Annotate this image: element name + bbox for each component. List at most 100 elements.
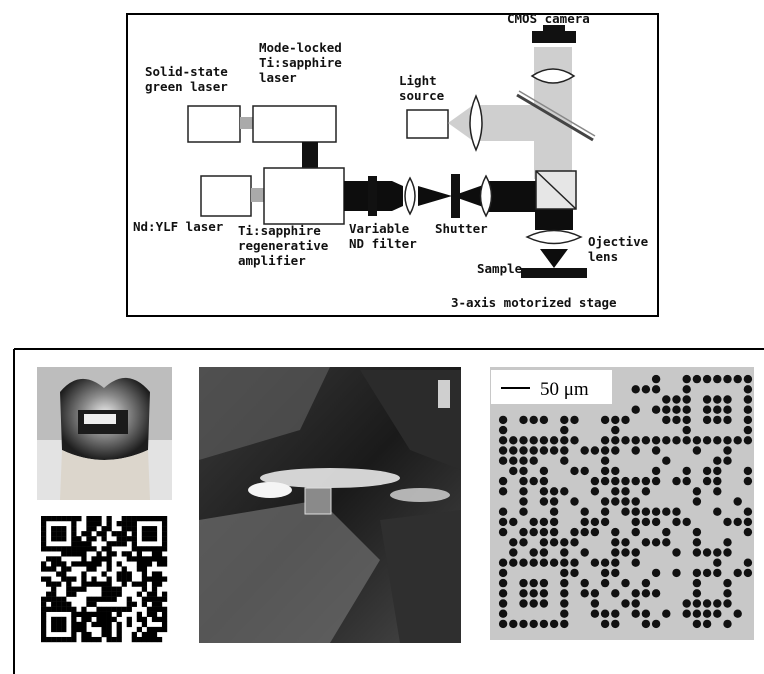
- engraved-dot: [713, 558, 722, 567]
- engraved-dot: [651, 466, 661, 476]
- qr-module: [46, 566, 52, 572]
- qr-module: [41, 606, 47, 612]
- qr-module: [126, 521, 132, 527]
- qr-module: [161, 541, 168, 547]
- label-mode-locked-3: laser: [259, 70, 297, 85]
- qr-module: [91, 621, 97, 628]
- qr-module: [81, 586, 87, 592]
- engraved-dot: [743, 415, 753, 425]
- engraved-dot: [672, 436, 681, 445]
- label-variable-nd-1: Variable: [349, 221, 410, 236]
- engraved-dot: [743, 558, 753, 567]
- engraved-dot: [519, 415, 528, 425]
- qr-module: [96, 516, 102, 522]
- qr-module: [146, 546, 153, 552]
- engraved-dot: [651, 568, 661, 578]
- engraved-dot: [560, 456, 569, 465]
- engraved-dot: [611, 497, 620, 506]
- cmos-camera: [532, 25, 576, 43]
- ndylf-laser-box: [200, 175, 252, 217]
- qr-module: [71, 621, 77, 628]
- qr-module: [76, 626, 82, 633]
- qr-module: [66, 581, 72, 587]
- engraved-dot: [509, 466, 518, 476]
- qr-module: [91, 526, 97, 532]
- qr-module: [46, 596, 52, 602]
- qr-module: [101, 571, 107, 577]
- qr-module: [86, 531, 92, 537]
- label-regen-1: Ti:sapphire: [238, 223, 321, 238]
- qr-module: [56, 636, 62, 643]
- qr-module: [86, 601, 92, 607]
- engraved-dot: [539, 476, 549, 486]
- qr-module: [126, 551, 132, 557]
- engraved-dot: [498, 425, 508, 435]
- regenerative-amplifier-box: [263, 167, 345, 225]
- qr-module: [111, 606, 117, 612]
- qr-module: [71, 636, 77, 643]
- qr-module: [106, 636, 112, 643]
- qr-module: [46, 581, 52, 587]
- engraved-dot: [713, 466, 722, 476]
- qr-module: [141, 571, 148, 577]
- light-source-lens: [469, 94, 483, 152]
- engraved-dot: [682, 405, 691, 414]
- engraved-dot: [743, 466, 753, 476]
- qr-module: [111, 591, 117, 597]
- engraved-dot: [733, 609, 742, 618]
- qr-module: [71, 591, 77, 597]
- qr-module: [106, 631, 112, 638]
- qr-module: [101, 611, 107, 617]
- qr-module: [86, 616, 92, 623]
- engraved-dot: [611, 436, 620, 445]
- qr-module: [146, 636, 153, 643]
- qr-module: [121, 551, 127, 557]
- qr-module: [86, 541, 92, 547]
- engraved-dot: [611, 466, 620, 476]
- engraved-dot: [560, 415, 569, 425]
- engraved-dot: [641, 436, 651, 445]
- qr-module: [151, 531, 158, 537]
- engraved-dot: [560, 599, 569, 608]
- engraved-dot: [723, 446, 732, 455]
- qr-module: [161, 556, 168, 562]
- engraved-dot: [672, 415, 681, 425]
- engraved-dot: [498, 436, 508, 445]
- qr-module: [161, 611, 168, 617]
- engraved-dot: [682, 466, 691, 476]
- engraved-dot: [631, 599, 640, 608]
- qr-module: [136, 611, 142, 617]
- qr-module: [141, 566, 148, 572]
- qr-module: [161, 606, 168, 612]
- engraved-dot: [621, 487, 630, 496]
- qr-module: [61, 606, 67, 612]
- qr-module: [41, 531, 47, 537]
- qr-module: [91, 636, 97, 643]
- qr-module: [156, 516, 163, 522]
- label-stage: 3-axis motorized stage: [451, 295, 617, 310]
- engraved-dot: [509, 538, 518, 547]
- engraved-dot: [611, 589, 620, 598]
- engraved-dot: [733, 497, 742, 506]
- engraved-dot: [498, 568, 508, 578]
- engraved-dot: [560, 425, 569, 435]
- qr-module: [51, 636, 57, 643]
- qr-module: [141, 616, 148, 623]
- engraved-dot: [539, 517, 549, 527]
- engraved-dot: [733, 517, 742, 527]
- qr-module: [106, 611, 112, 617]
- engraved-dot: [590, 589, 600, 598]
- scale-bar-label: 50 μm: [540, 379, 589, 400]
- qr-module: [51, 601, 57, 607]
- qr-module: [161, 621, 168, 628]
- engraved-dot: [621, 497, 630, 506]
- engraved-dot: [682, 609, 691, 618]
- qr-module: [101, 536, 107, 542]
- qr-module: [141, 526, 148, 532]
- qr-module: [101, 586, 107, 592]
- qr-module: [106, 556, 112, 562]
- engraved-dot: [498, 527, 508, 537]
- engraved-dot: [570, 497, 579, 506]
- engraved-dot: [672, 548, 681, 557]
- engraved-dot: [539, 466, 549, 476]
